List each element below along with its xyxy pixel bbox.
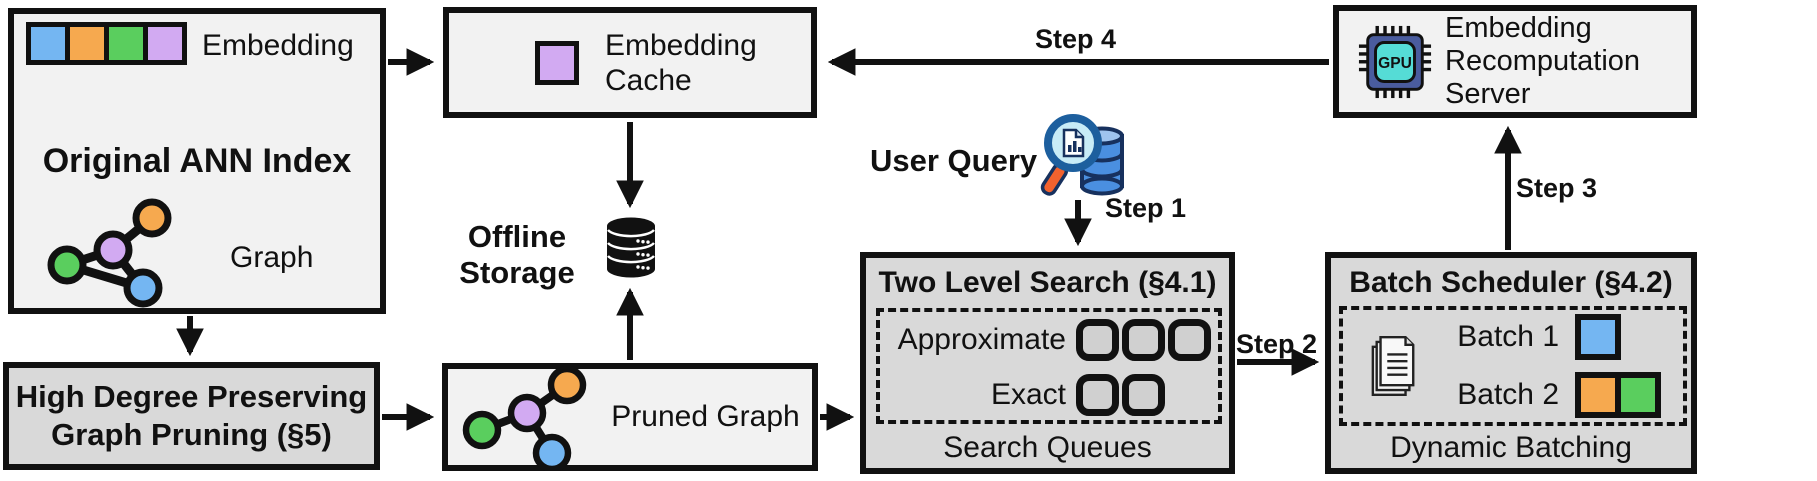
graph-node-blue [532,433,572,471]
cached-embedding-icon [535,40,579,85]
embedding-vector-icon [26,22,187,65]
approximate-queues [1076,318,1211,361]
embedding-cell [104,22,148,65]
recomputation-server-box: GPU Embedding Recomputation Server [1333,5,1697,118]
batch-2-item [1615,372,1661,418]
approximate-label: Approximate [897,322,1066,356]
pruned-graph-label: Pruned Graph [611,400,800,433]
batch-1-row: Batch 1 [1419,308,1683,366]
graph-node-purple [507,393,547,433]
graph-label: Graph [230,241,314,274]
batch-2-label: Batch 2 [1457,378,1559,411]
queue-slot [1122,318,1165,361]
step-3-label: Step 3 [1516,173,1598,203]
embedding-cell [65,22,109,65]
database-icon [607,217,655,278]
embedding-cache-box: Embedding Cache [443,7,817,118]
queue-slot [1076,318,1119,361]
batch-1-label: Batch 1 [1457,320,1559,353]
batch-2-row: Batch 2 [1419,366,1683,424]
gpu-chip-label: GPU [1378,54,1412,71]
embedding-label: Embedding [202,29,354,62]
graph-node-orange [132,198,172,238]
graph-icon [47,198,172,308]
pruned-graph-icon [462,366,587,471]
step-1-label: Step 1 [1105,193,1187,223]
queue-slot [1076,373,1119,416]
batch-1-item [1575,314,1621,360]
search-queues-caption: Search Queues [943,431,1152,464]
batch-scheduler-box: Batch Scheduler (§4.2) Batch 1 Batch 2 [1325,252,1697,474]
step-2-label: Step 2 [1236,329,1318,359]
batch-scheduler-title: Batch Scheduler (§4.2) [1349,266,1673,299]
embedding-cell [143,22,187,65]
dynamic-batching-caption: Dynamic Batching [1390,431,1632,464]
two-level-search-box: Two Level Search (§4.1) Approximate Exac… [860,252,1235,474]
search-queues-panel: Approximate Exact [876,308,1222,424]
gpu-chip-icon: GPU [1358,25,1432,98]
dynamic-batching-panel: Batch 1 Batch 2 [1339,306,1687,426]
original-ann-index-box: Embedding Original ANN Index Graph [8,8,386,314]
embedding-cell [26,22,70,65]
graph-pruning-box: High Degree Preserving Graph Pruning (§5… [3,362,380,470]
graph-node-blue [123,268,163,308]
original-ann-index-title: Original ANN Index [42,142,352,180]
graph-node-green [462,410,502,450]
graph-pruning-label: High Degree Preserving Graph Pruning (§5… [15,379,368,452]
exact-label: Exact [990,377,1066,411]
exact-queue-row: Exact [880,367,1218,422]
exact-queues [1076,373,1165,416]
two-level-search-title: Two Level Search (§4.1) [878,266,1217,299]
embedding-cache-label: Embedding Cache [605,28,757,97]
approximate-queue-row: Approximate [880,312,1218,367]
step-4-label: Step 4 [1035,24,1117,54]
graph-node-purple [93,230,133,270]
recomputation-server-label: Embedding Recomputation Server [1445,12,1641,110]
offline-storage-label: Offline Storage [459,219,575,290]
documents-icon [1371,335,1415,397]
user-query-label: User Query [870,143,1038,178]
query-search-icon [1040,114,1124,196]
graph-node-orange [547,366,587,405]
graph-node-green [47,245,87,285]
queue-slot [1122,373,1165,416]
pruned-graph-box: Pruned Graph [442,363,818,471]
queue-slot [1168,318,1211,361]
